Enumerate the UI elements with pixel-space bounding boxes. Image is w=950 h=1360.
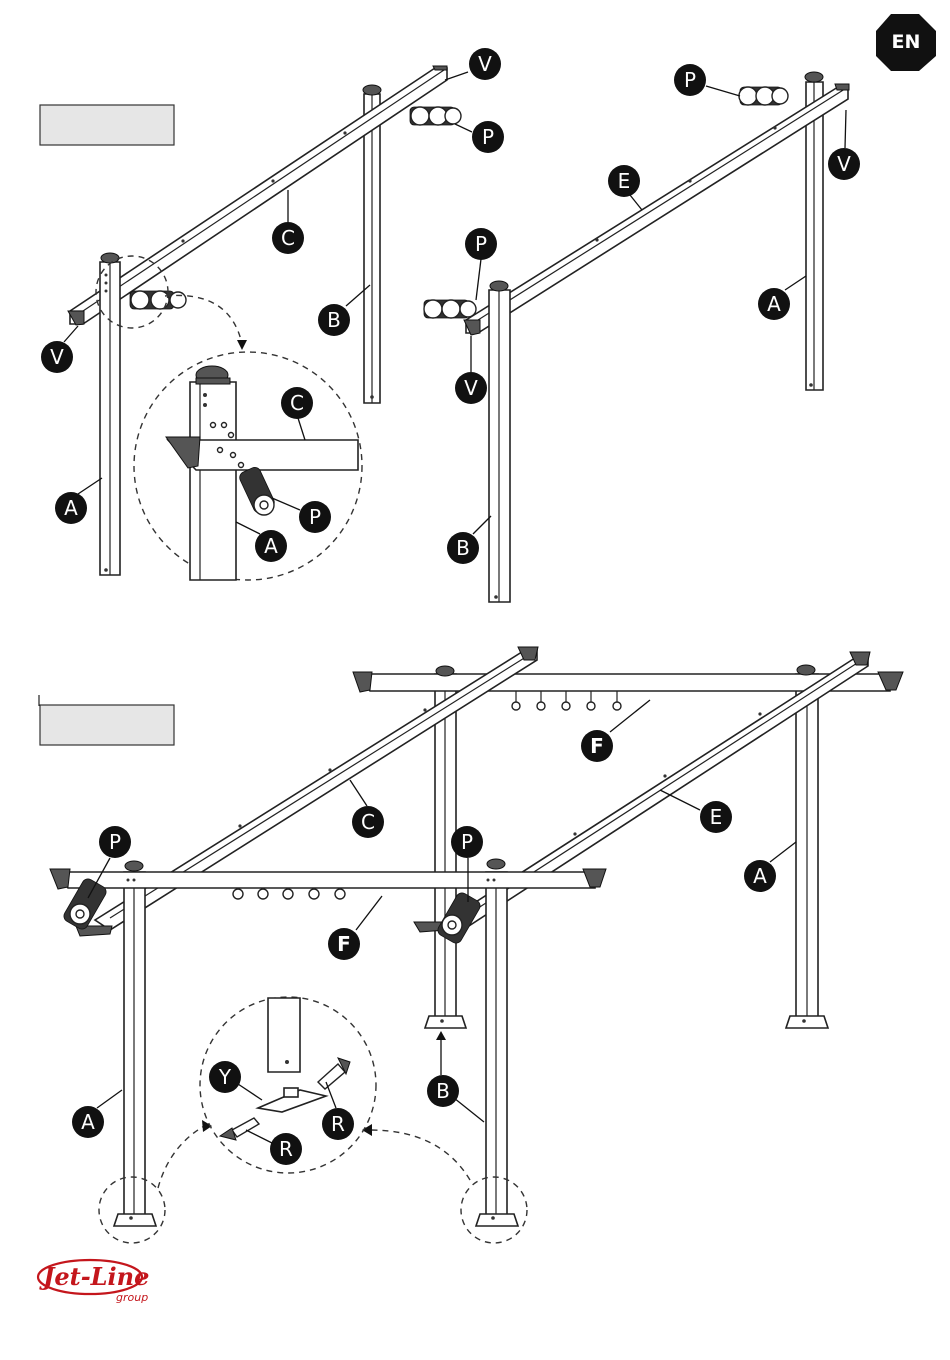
step-box-1 bbox=[40, 105, 174, 145]
bracket-p-back bbox=[410, 107, 461, 125]
bracket-p-top-right bbox=[739, 87, 788, 105]
svg-text:C: C bbox=[290, 391, 304, 415]
callout-c-zoom: C bbox=[281, 387, 313, 419]
svg-text:P: P bbox=[684, 68, 696, 92]
svg-text:Y: Y bbox=[218, 1065, 232, 1089]
beam-e bbox=[466, 87, 848, 333]
svg-text:P: P bbox=[482, 125, 494, 149]
callout-b-top: B bbox=[318, 304, 350, 336]
svg-text:P: P bbox=[109, 830, 121, 854]
callout-v-top: V bbox=[469, 48, 501, 80]
svg-text:P: P bbox=[309, 505, 321, 529]
callout-p-bottom-right: P bbox=[451, 826, 483, 858]
callout-c-bottom: C bbox=[352, 806, 384, 838]
hooks-front bbox=[233, 889, 345, 899]
callout-a-zoom: A bbox=[255, 530, 287, 562]
callout-c-top: C bbox=[272, 222, 304, 254]
svg-text:A: A bbox=[264, 534, 278, 558]
svg-text:B: B bbox=[456, 536, 470, 560]
svg-text:A: A bbox=[64, 496, 78, 520]
callout-p-zoom: P bbox=[299, 501, 331, 533]
callout-a-front-bottom: A bbox=[72, 1106, 104, 1138]
svg-text:F: F bbox=[590, 734, 604, 758]
callout-p-bottom-left: P bbox=[99, 826, 131, 858]
callout-p-top: P bbox=[472, 121, 504, 153]
language-badge: EN bbox=[876, 14, 936, 71]
zoom-detail bbox=[134, 352, 362, 580]
callout-v-top-right: V bbox=[828, 148, 860, 180]
callout-a-left: A bbox=[55, 492, 87, 524]
language-badge-text: EN bbox=[892, 31, 921, 53]
svg-text:P: P bbox=[461, 830, 473, 854]
callout-e-top: E bbox=[608, 165, 640, 197]
post-cap bbox=[363, 85, 381, 95]
svg-text:A: A bbox=[767, 292, 781, 316]
callout-a-back-bottom: A bbox=[744, 860, 776, 892]
svg-text:E: E bbox=[710, 805, 723, 829]
callout-f-front: F bbox=[328, 928, 360, 960]
callout-f-back: F bbox=[581, 730, 613, 762]
callout-p-top-right: P bbox=[674, 64, 706, 96]
callout-y: Y bbox=[209, 1061, 241, 1093]
svg-text:R: R bbox=[279, 1137, 293, 1161]
svg-text:F: F bbox=[337, 932, 351, 956]
svg-text:V: V bbox=[50, 345, 64, 369]
svg-text:V: V bbox=[837, 152, 851, 176]
logo-subtext: group bbox=[116, 1291, 148, 1304]
logo-text: Jet-Line bbox=[39, 1262, 149, 1291]
svg-text:C: C bbox=[361, 810, 375, 834]
jet-line-logo: Jet-Line group bbox=[38, 1260, 149, 1304]
svg-text:C: C bbox=[281, 226, 295, 250]
svg-text:B: B bbox=[327, 308, 341, 332]
svg-text:B: B bbox=[436, 1079, 450, 1103]
hooks-back bbox=[512, 691, 621, 710]
svg-text:E: E bbox=[618, 169, 631, 193]
svg-text:V: V bbox=[464, 376, 478, 400]
callout-a-top-right: A bbox=[758, 288, 790, 320]
svg-text:V: V bbox=[478, 52, 492, 76]
callout-v-mid-right: V bbox=[455, 372, 487, 404]
svg-text:A: A bbox=[81, 1110, 95, 1134]
callout-e-bottom: E bbox=[700, 801, 732, 833]
callout-r-right: R bbox=[322, 1108, 354, 1140]
callout-b-top-right: B bbox=[447, 532, 479, 564]
footing-connector-right bbox=[370, 1130, 470, 1180]
footing-connector-left bbox=[158, 1125, 206, 1188]
bracket-p-left bbox=[130, 291, 186, 309]
step-box-2 bbox=[40, 705, 174, 745]
callout-p-mid-right: P bbox=[465, 228, 497, 260]
svg-text:A: A bbox=[753, 864, 767, 888]
bottom-assembly bbox=[50, 647, 903, 1243]
callout-v-left: V bbox=[41, 341, 73, 373]
bracket-p-front-right bbox=[424, 300, 476, 318]
svg-text:P: P bbox=[475, 232, 487, 256]
callout-r-left: R bbox=[270, 1133, 302, 1165]
svg-text:R: R bbox=[331, 1112, 345, 1136]
callout-b-bottom: B bbox=[427, 1075, 459, 1107]
